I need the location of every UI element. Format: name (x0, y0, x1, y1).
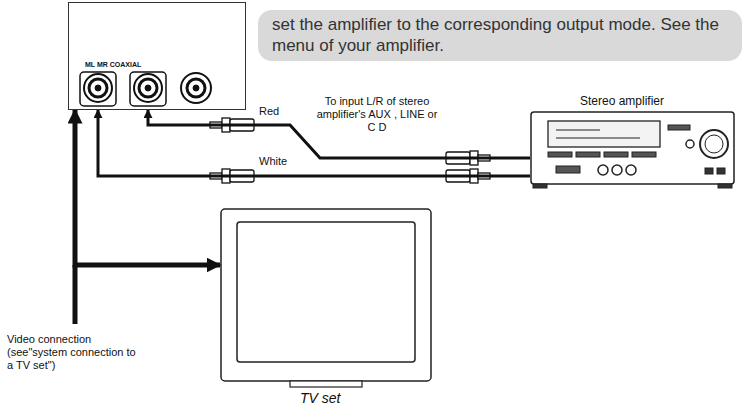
note-box: set the amplifier to the corresponding o… (258, 10, 742, 61)
rca-plugs-left (210, 118, 254, 183)
tv-illustration (221, 209, 431, 387)
rca-plugs-right (446, 151, 490, 183)
cable-color: Red (258, 105, 280, 118)
panel-jacks (80, 72, 211, 106)
video-leader (73, 265, 78, 324)
tv-set: TV set (220, 208, 432, 412)
amplifier-heading: Stereo amplifier (580, 94, 664, 108)
stereo-amplifier: Stereo amplifier (530, 94, 735, 190)
cable-note: To input L/R of stereo amplifier's AUX ,… (312, 95, 442, 135)
amplifier-illustration (531, 112, 734, 188)
note-text: set the amplifier to the corresponding o… (272, 14, 728, 57)
jack-labels: ML MR COAXIAL (85, 61, 141, 69)
video-connection (75, 110, 220, 265)
tv-caption: TV set (300, 390, 340, 407)
cable-color: White (258, 155, 288, 168)
video-note: Video connection (see"system connection … (6, 333, 138, 373)
rear-panel: ML MR COAXIAL (68, 2, 246, 110)
